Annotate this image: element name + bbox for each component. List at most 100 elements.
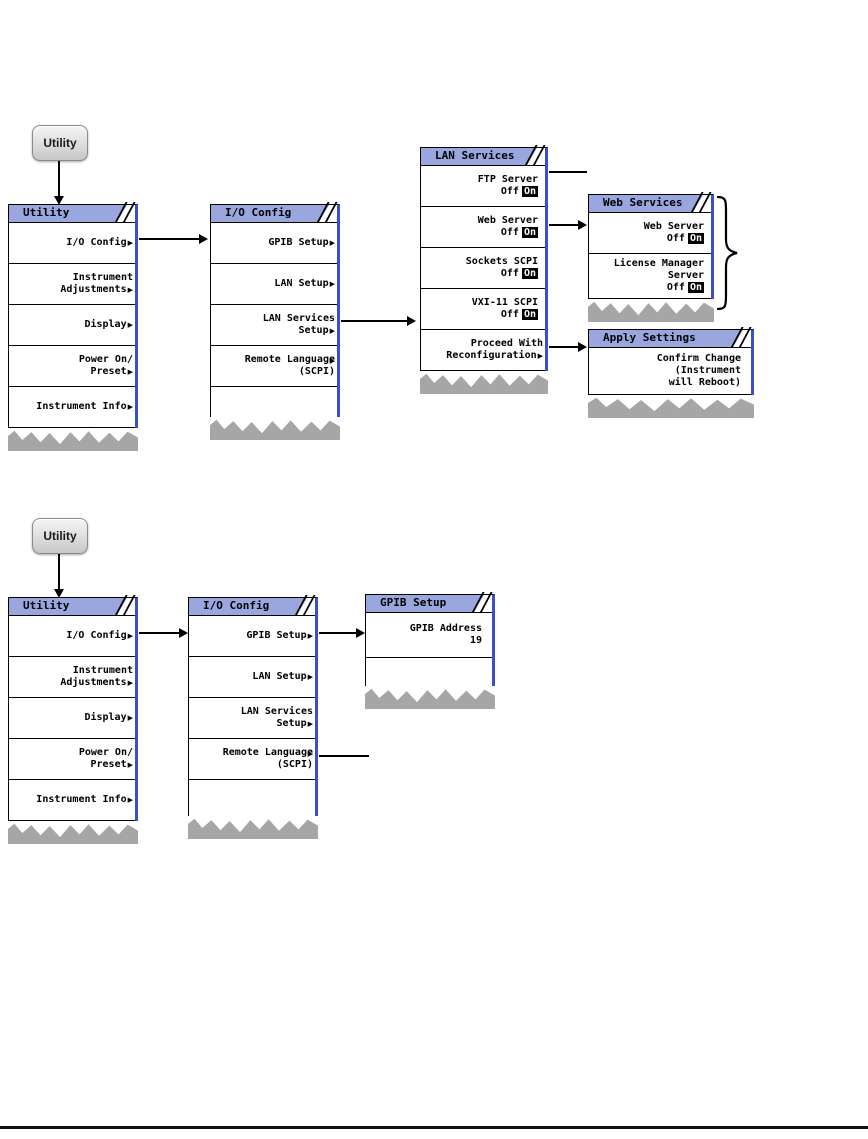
connector-io-config — [139, 238, 199, 240]
connector-lan-services — [341, 320, 407, 322]
softkey-instrument-info[interactable]: Instrument Info▶ — [9, 780, 135, 821]
menu-panel-io-config-2: I/O Config GPIB Setup▶ LAN Setup▶ LAN Se… — [188, 595, 318, 839]
menu-panel-utility-2: Utility I/O Config▶ Instrument Adjustmen… — [8, 595, 138, 844]
panel-filler — [189, 780, 315, 816]
arrowhead-right-icon — [578, 220, 587, 230]
softkey-display[interactable]: Display▶ — [9, 305, 135, 346]
softkey-gpib-setup[interactable]: GPIB Setup▶ — [211, 223, 337, 264]
utility-hardkey[interactable]: Utility — [32, 518, 88, 554]
softkey-instrument-info[interactable]: Instrument Info▶ — [9, 387, 135, 428]
softkey-confirm-change[interactable]: Confirm Change (Instrument will Reboot) — [589, 348, 751, 395]
softkey-instrument-adjustments[interactable]: Instrument Adjustments▶ — [9, 657, 135, 698]
submenu-arrow-icon: ▶ — [307, 632, 313, 640]
submenu-arrow-icon: ▶ — [127, 796, 133, 804]
menu-title-io-config: I/O Config — [211, 202, 338, 223]
connector-web-services — [549, 224, 578, 226]
arrowhead-down-icon — [54, 196, 64, 205]
submenu-arrow-icon: ▶ — [307, 720, 313, 728]
menu-title-web-services: Web Services — [589, 192, 712, 213]
submenu-arrow-icon: ▶ — [329, 280, 335, 288]
submenu-arrow-icon: ▶ — [329, 327, 335, 335]
submenu-arrow-icon: ▶ — [329, 239, 335, 247]
menu-title-utility: Utility — [9, 202, 136, 223]
utility-hardkey[interactable]: Utility — [32, 125, 88, 161]
softkey-lan-services-setup[interactable]: LAN Services Setup▶ — [189, 698, 315, 739]
softkey-remote-language[interactable]: Remote Language (SCPI)▶ — [189, 739, 315, 780]
submenu-arrow-icon: ▶ — [127, 714, 133, 722]
on-state: On — [687, 233, 704, 244]
panel-filler — [211, 387, 337, 417]
softkey-power-on-preset[interactable]: Power On/ Preset▶ — [9, 346, 135, 387]
torn-edge — [588, 301, 714, 322]
on-state: On — [521, 268, 538, 279]
off-state: Off — [500, 309, 519, 320]
on-state: On — [521, 186, 538, 197]
menu-panel-utility: Utility I/O Config▶ Instrument Adjustmen… — [8, 202, 138, 451]
submenu-arrow-icon: ▶ — [127, 368, 133, 376]
on-state: On — [521, 309, 538, 320]
menu-title-gpib-setup: GPIB Setup — [366, 592, 493, 613]
softkey-gpib-setup[interactable]: GPIB Setup▶ — [189, 616, 315, 657]
arrowhead-right-icon — [407, 316, 416, 326]
torn-edge — [8, 430, 138, 451]
softkey-io-config[interactable]: I/O Config▶ — [9, 223, 135, 264]
torn-edge — [210, 419, 340, 440]
connector-remote-language — [319, 755, 369, 757]
hardkey-label: Utility — [43, 529, 77, 543]
on-state: On — [521, 227, 538, 238]
off-state: Off — [666, 282, 685, 293]
softkey-lan-setup[interactable]: LAN Setup▶ — [189, 657, 315, 698]
softkey-lan-services-setup[interactable]: LAN Services Setup▶ — [211, 305, 337, 346]
menu-title-lan-services: LAN Services — [421, 145, 546, 166]
off-state: Off — [500, 186, 519, 197]
softkey-remote-language[interactable]: Remote Language (SCPI)▶ — [211, 346, 337, 387]
connector-apply-settings — [549, 346, 578, 348]
connector-ftp-server — [549, 171, 587, 173]
off-state: Off — [500, 268, 519, 279]
softkey-display[interactable]: Display▶ — [9, 698, 135, 739]
softkey-proceed-with-reconfiguration[interactable]: Proceed With Reconfiguration▶ — [421, 330, 545, 371]
connector-gpib-setup — [319, 632, 356, 634]
softkey-lan-setup[interactable]: LAN Setup▶ — [211, 264, 337, 305]
submenu-arrow-icon: ▶ — [307, 750, 313, 758]
torn-edge — [188, 818, 318, 839]
hardkey-label: Utility — [43, 136, 77, 150]
off-state: Off — [500, 227, 519, 238]
submenu-arrow-icon: ▶ — [537, 352, 543, 360]
torn-edge — [8, 823, 138, 844]
softkey-power-on-preset[interactable]: Power On/ Preset▶ — [9, 739, 135, 780]
menu-title-apply-settings: Apply Settings — [589, 327, 752, 348]
submenu-arrow-icon: ▶ — [127, 761, 133, 769]
on-state: On — [687, 282, 704, 293]
menu-panel-gpib-setup: GPIB Setup GPIB Address 19 — [365, 592, 495, 709]
connector-io-config — [139, 632, 179, 634]
torn-edge — [420, 373, 548, 394]
arrowhead-right-icon — [179, 628, 188, 638]
arrowhead-right-icon — [578, 342, 587, 352]
arrowhead-right-icon — [356, 628, 365, 638]
softkey-gpib-address[interactable]: GPIB Address 19 — [366, 613, 492, 658]
menu-title-io-config: I/O Config — [189, 595, 316, 616]
panel-filler — [366, 658, 492, 686]
submenu-arrow-icon: ▶ — [127, 403, 133, 411]
softkey-io-config[interactable]: I/O Config▶ — [9, 616, 135, 657]
submenu-arrow-icon: ▶ — [127, 239, 133, 247]
arrowhead-right-icon — [199, 234, 208, 244]
submenu-arrow-icon: ▶ — [127, 286, 133, 294]
off-state: Off — [666, 233, 685, 244]
menu-panel-io-config: I/O Config GPIB Setup▶ LAN Setup▶ LAN Se… — [210, 202, 340, 440]
softkey-instrument-adjustments[interactable]: Instrument Adjustments▶ — [9, 264, 135, 305]
submenu-arrow-icon: ▶ — [127, 321, 133, 329]
submenu-arrow-icon: ▶ — [307, 673, 313, 681]
torn-edge — [365, 688, 495, 709]
menu-title-utility: Utility — [9, 595, 136, 616]
